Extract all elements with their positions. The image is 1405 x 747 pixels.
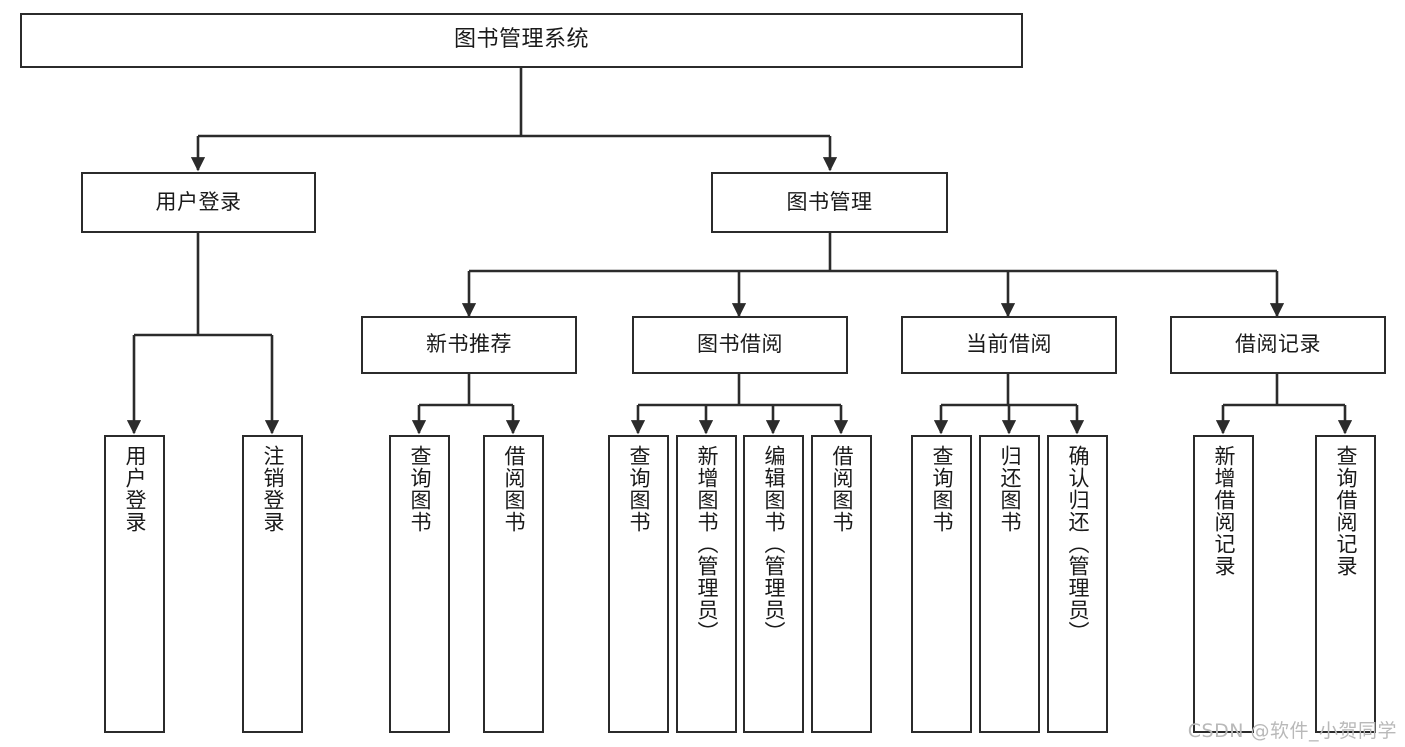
node-label: 用户登录	[155, 189, 242, 214]
node-borrow-record[interactable]: 借阅记录	[1170, 316, 1386, 374]
leaf-confirm-return-admin[interactable]: 确认归还（管理员）	[1047, 435, 1108, 733]
node-label: 借阅图书	[829, 445, 854, 533]
node-label: 新书推荐	[426, 332, 512, 357]
node-label: 编辑图书（管理员）	[761, 445, 786, 643]
leaf-query-book-current[interactable]: 查询图书	[911, 435, 972, 733]
leaf-edit-book-admin[interactable]: 编辑图书（管理员）	[743, 435, 804, 733]
leaf-user-login[interactable]: 用户登录	[104, 435, 165, 733]
leaf-return-book[interactable]: 归还图书	[979, 435, 1040, 733]
node-book-management[interactable]: 图书管理	[711, 172, 948, 233]
node-label: 图书管理	[786, 189, 873, 214]
node-label: 查询图书	[626, 445, 651, 533]
node-label: 查询图书	[929, 445, 954, 533]
node-book-borrow[interactable]: 图书借阅	[632, 316, 848, 374]
node-label: 归还图书	[997, 445, 1022, 533]
node-user-login[interactable]: 用户登录	[81, 172, 316, 233]
leaf-query-borrow-record[interactable]: 查询借阅记录	[1315, 435, 1376, 733]
node-label: 新增图书（管理员）	[694, 445, 719, 643]
node-label: 查询借阅记录	[1333, 445, 1358, 577]
node-label: 图书借阅	[697, 332, 783, 357]
node-label: 用户登录	[122, 445, 147, 533]
leaf-add-borrow-record[interactable]: 新增借阅记录	[1193, 435, 1254, 733]
node-label: 当前借阅	[966, 332, 1052, 357]
leaf-borrow-book-new[interactable]: 借阅图书	[483, 435, 544, 733]
leaf-query-book-new[interactable]: 查询图书	[389, 435, 450, 733]
csdn-watermark: CSDN @软件_小贺同学	[1187, 720, 1397, 742]
leaf-query-book-borrow[interactable]: 查询图书	[608, 435, 669, 733]
node-current-borrow[interactable]: 当前借阅	[901, 316, 1117, 374]
node-label: 注销登录	[260, 445, 285, 533]
leaf-add-book-admin[interactable]: 新增图书（管理员）	[676, 435, 737, 733]
node-label: 图书管理系统	[453, 27, 589, 53]
leaf-borrow-book[interactable]: 借阅图书	[811, 435, 872, 733]
node-label: 借阅记录	[1235, 332, 1321, 357]
node-label: 借阅图书	[501, 445, 526, 533]
node-book-management-system[interactable]: 图书管理系统	[20, 13, 1023, 68]
node-new-book-recommend[interactable]: 新书推荐	[361, 316, 577, 374]
node-label: 确认归还（管理员）	[1065, 445, 1090, 643]
leaf-logout-login[interactable]: 注销登录	[242, 435, 303, 733]
node-label: 新增借阅记录	[1211, 445, 1236, 577]
node-label: 查询图书	[407, 445, 432, 533]
